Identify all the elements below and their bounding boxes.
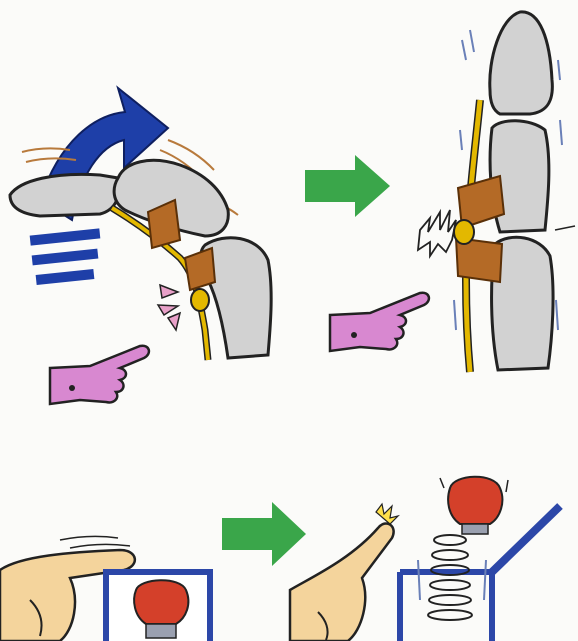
spring-icon bbox=[428, 535, 472, 620]
leader-line bbox=[555, 226, 575, 230]
pointing-hand-icon bbox=[330, 293, 429, 351]
tendon-nodule bbox=[191, 289, 209, 311]
green-right-arrow-icon bbox=[222, 502, 306, 566]
distal-bone bbox=[490, 12, 553, 114]
released-finger bbox=[290, 523, 394, 641]
panel-flexed-finger bbox=[10, 88, 271, 404]
snap-burst-icon bbox=[418, 210, 456, 256]
pressure-marks bbox=[158, 285, 180, 330]
distal-bone bbox=[10, 174, 119, 216]
open-box bbox=[400, 572, 492, 641]
box-lid bbox=[492, 506, 560, 572]
tendon-nodule bbox=[454, 220, 474, 244]
panel-open-box bbox=[290, 477, 560, 641]
panel-closed-box bbox=[0, 536, 210, 641]
pointing-hand-icon bbox=[50, 346, 149, 404]
green-right-arrow-icon bbox=[305, 155, 390, 217]
fist-icon bbox=[448, 477, 502, 534]
motion-lines bbox=[60, 536, 130, 548]
pulley bbox=[185, 248, 215, 290]
snap-burst-icon bbox=[376, 504, 398, 524]
